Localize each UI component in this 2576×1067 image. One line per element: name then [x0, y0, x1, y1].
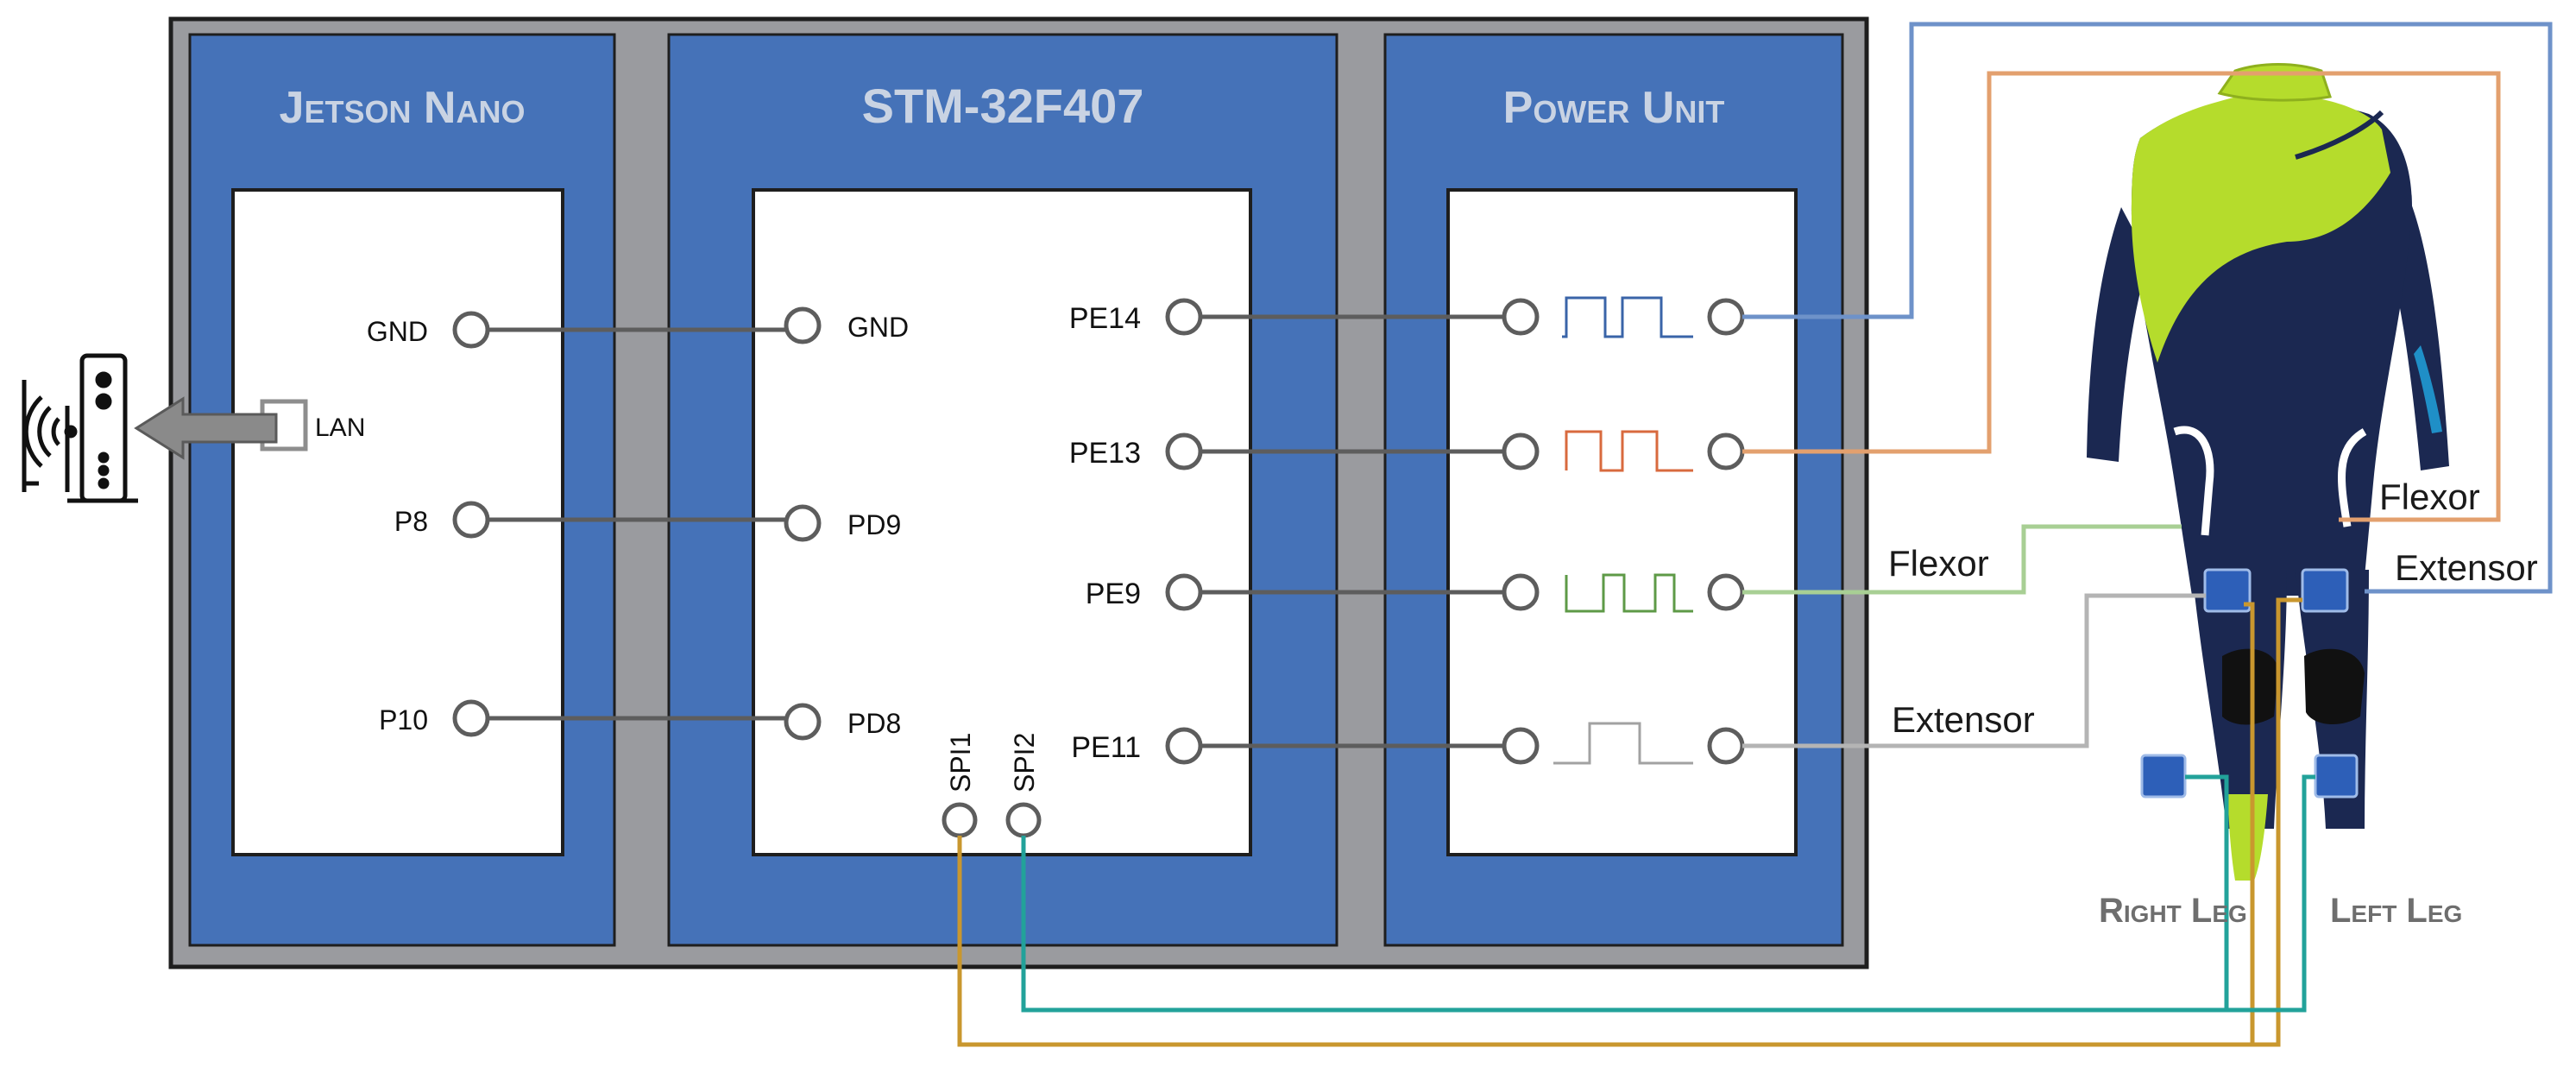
stm-spi2-label: SPI2	[1009, 733, 1040, 792]
stm-title: STM-32F407	[862, 79, 1144, 133]
jetson-stm-wires	[488, 327, 785, 721]
wifi-router-icon	[22, 353, 138, 503]
jetson-gnd-label: GND	[367, 316, 428, 347]
power-out-pin-3	[1707, 573, 1745, 611]
wire-spi2	[1021, 774, 2315, 1013]
flexor-label-left: Flexor	[2379, 477, 2480, 517]
pulse-wave-icon-gray	[1553, 722, 1693, 765]
jetson-gnd-pin	[452, 311, 490, 349]
power-out-pin-4	[1707, 727, 1745, 765]
wetsuit-chest-panel	[2132, 93, 2390, 363]
stm-pe11-label: PE11	[1071, 731, 1141, 764]
stm-pe14-pin	[1165, 298, 1203, 336]
wetsuit-right-arm	[2087, 207, 2149, 462]
jetson-p8-pin	[452, 501, 490, 539]
pulse-wave-icon-blue	[1562, 296, 1693, 338]
jetson-title: Jetson Nano	[280, 83, 526, 133]
wetsuit-trim-right	[2173, 426, 2214, 536]
stm-pe13-label: PE13	[1069, 437, 1141, 470]
stm-spi-pins: SPI1 SPI2	[942, 733, 1042, 838]
jetson-p10-pin	[452, 699, 490, 737]
wire-pe11	[1742, 593, 2206, 748]
lan-arrow	[134, 396, 278, 460]
stm-gnd-pin	[784, 306, 822, 344]
wetsuit-right-shin-lime	[2228, 794, 2268, 881]
jetson-p10-label: P10	[379, 704, 428, 736]
pulse-wave-icon-orange	[1565, 430, 1693, 472]
stm-power-wires	[1200, 314, 1503, 748]
stm-spi1-label: SPI1	[945, 733, 976, 792]
pulse-wave-icon-green	[1565, 573, 1693, 613]
power-in-pin-4	[1502, 727, 1540, 765]
wetsuit-arm-accent-left	[2414, 345, 2442, 433]
wetsuit-collar	[2217, 63, 2332, 102]
stm-right-pins: PE14 PE13 PE9 PE11	[1069, 298, 1203, 765]
jetson-board	[231, 188, 564, 856]
stm-left-pins: GND PD9 PD8	[784, 306, 909, 741]
power-in-pin-2	[1502, 432, 1540, 470]
power-board	[1446, 188, 1798, 856]
jetson-p8-label: P8	[394, 506, 428, 537]
wire-pe9	[1742, 524, 2182, 595]
stm-pe13-pin	[1165, 432, 1203, 470]
stm-spi1-pin	[942, 802, 978, 838]
stm-pd9-pin	[784, 504, 822, 542]
extensor-label-left: Extensor	[2395, 547, 2538, 588]
stm-spi2-pin	[1005, 802, 1042, 838]
power-out-pin-2	[1707, 432, 1745, 470]
stm-pe11-pin	[1165, 727, 1203, 765]
stm-pd9-label: PD9	[847, 509, 901, 540]
power-in-pin-3	[1502, 573, 1540, 611]
sensor-board-left-thigh	[2301, 568, 2349, 613]
power-in-pin-1	[1502, 298, 1540, 336]
extensor-label-right: Extensor	[1892, 699, 2035, 740]
stm-pe14-label: PE14	[1069, 302, 1141, 335]
sensor-board-right-thigh	[2203, 568, 2252, 613]
stm-pd8-pin	[784, 703, 822, 741]
wetsuit-zipper	[2295, 110, 2384, 160]
wire-spi1	[957, 597, 2302, 1047]
wire-pe13	[1742, 71, 2501, 522]
wire-spi2-branch	[2185, 774, 2229, 1010]
stm-gnd-label: GND	[847, 312, 909, 343]
wetsuit-trim-left	[2337, 428, 2367, 527]
right-leg-label: Right Leg	[2099, 892, 2247, 930]
wetsuit-figure	[2087, 63, 2449, 881]
wetsuit-left-knee-pad	[2304, 648, 2365, 725]
sensor-board-right-shin	[2140, 754, 2187, 799]
jetson-pins: GND P8 P10	[367, 311, 490, 737]
stm-pe9-pin	[1165, 573, 1203, 611]
wire-pe14	[1742, 22, 2553, 594]
power-title: Power Unit	[1503, 83, 1725, 133]
sensor-board-left-shin	[2314, 754, 2359, 799]
power-out-pin-1	[1707, 298, 1745, 336]
stm-pe9-label: PE9	[1086, 578, 1141, 610]
power-unit-channels	[1502, 296, 1745, 765]
stm-pd8-label: PD8	[847, 708, 901, 739]
wire-spi1-branch	[2244, 602, 2255, 1045]
lan-label: LAN	[315, 414, 365, 442]
flexor-label-right: Flexor	[1888, 543, 1989, 584]
left-leg-label: Left Leg	[2330, 892, 2462, 930]
